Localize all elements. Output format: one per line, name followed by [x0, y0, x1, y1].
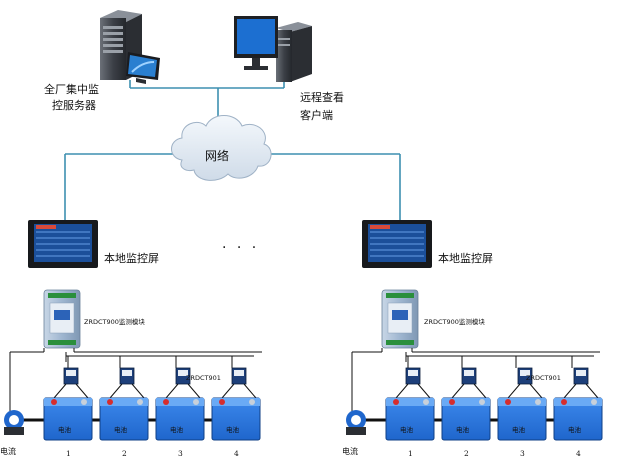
sensor-wire — [585, 383, 599, 399]
current-clamp-icon — [346, 410, 366, 435]
server-icon — [100, 10, 160, 84]
battery-number: 3 — [520, 449, 525, 458]
zrdct901-sensor-icon — [231, 367, 247, 385]
sensor-wire — [165, 383, 179, 399]
screen-label-right: 本地监控屏 — [438, 252, 493, 265]
sensor-label-right: ZRDCT901 — [526, 374, 561, 382]
sensor-wire — [451, 383, 465, 399]
local-monitor-screen-icon-left — [28, 220, 98, 268]
zrdct901-sensor-icon — [517, 367, 533, 385]
screen-label-left: 本地监控屏 — [104, 252, 159, 265]
module-label-right: ZRDCT900监测模块 — [424, 318, 485, 326]
client-label-line1: 远程查看 — [300, 91, 344, 104]
battery-icon — [155, 397, 205, 441]
battery-label: 电池 — [226, 426, 239, 434]
battery-label: 电池 — [400, 426, 413, 434]
network-label: 网络 — [205, 149, 230, 163]
battery-label: 电池 — [58, 426, 71, 434]
battery-label: 电池 — [456, 426, 469, 434]
battery-label: 电池 — [512, 426, 525, 434]
battery-icon — [385, 397, 435, 441]
sensor-wire — [53, 383, 67, 399]
zrdct901-sensor-icon — [119, 367, 135, 385]
battery-number: 1 — [408, 449, 413, 458]
battery-number: 2 — [122, 449, 127, 458]
battery-icon — [43, 397, 93, 441]
zrdct901-sensor-icon — [405, 367, 421, 385]
battery-bank-right — [346, 367, 603, 441]
zrdct901-sensor-icon — [461, 367, 477, 385]
zrdct901-sensor-icon — [175, 367, 191, 385]
network-cloud-icon — [171, 115, 272, 181]
sensor-wire — [473, 383, 487, 399]
battery-number: 4 — [576, 449, 581, 458]
sensor-wire — [395, 383, 409, 399]
battery-icon — [99, 397, 149, 441]
network-lines — [64, 80, 401, 220]
zrdct901-sensor-icon — [573, 367, 589, 385]
module-label-left: ZRDCT900监测模块 — [84, 318, 145, 326]
sensor-wire — [417, 383, 431, 399]
battery-number: 4 — [234, 449, 239, 458]
battery-icon — [497, 397, 547, 441]
sensor-bus-right — [351, 348, 600, 412]
sensor-wire — [75, 383, 89, 399]
client-label-line2: 客户端 — [300, 109, 333, 122]
sensor-wire — [109, 383, 123, 399]
sensor-wire — [243, 383, 257, 399]
battery-icon — [441, 397, 491, 441]
server-label-line2: 控服务器 — [52, 99, 96, 112]
battery-bank-left — [4, 367, 261, 441]
battery-number: 1 — [66, 449, 71, 458]
sensor-wire — [529, 383, 543, 399]
server-label-line1: 全厂集中监 — [44, 83, 99, 96]
battery-icon — [211, 397, 261, 441]
current-label-right: 电流 — [342, 447, 358, 456]
battery-label: 电池 — [114, 426, 127, 434]
battery-label: 电池 — [568, 426, 581, 434]
sensor-bus-left — [9, 348, 262, 412]
battery-label: 电池 — [170, 426, 183, 434]
local-monitor-screen-icon-right — [362, 220, 432, 268]
current-label-left: 电流 — [0, 447, 16, 456]
sensor-wire — [131, 383, 145, 399]
sensor-wire — [187, 383, 201, 399]
client-computer-icon — [234, 16, 312, 82]
zrdct901-sensor-icon — [63, 367, 79, 385]
current-clamp-icon — [4, 410, 24, 435]
sensor-label-left: ZRDCT901 — [186, 374, 221, 382]
battery-number: 3 — [178, 449, 183, 458]
battery-number: 2 — [464, 449, 469, 458]
sensor-wire — [507, 383, 521, 399]
sensor-wire — [221, 383, 235, 399]
battery-icon — [553, 397, 603, 441]
sensor-wire — [563, 383, 577, 399]
monitoring-module-icon-right — [381, 289, 419, 349]
ellipsis: · · · — [222, 240, 260, 256]
monitoring-module-icon-left — [43, 289, 81, 349]
